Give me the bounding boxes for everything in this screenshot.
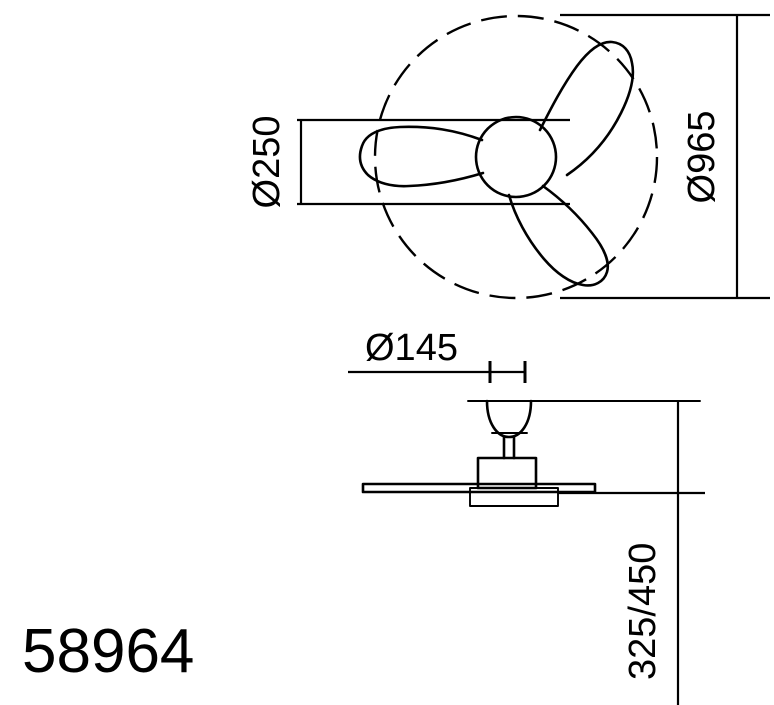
dimension-label-canopy-diameter: Ø145 [365, 327, 458, 369]
part-number-label: 58964 [22, 617, 194, 686]
fan-blades-side-profile [361, 482, 597, 494]
side-view-group [361, 399, 705, 507]
top-view-group [358, 14, 659, 300]
dimension-label-drop-height: 325/450 [622, 543, 664, 680]
dimension-drop-height: 325/450 [622, 401, 680, 705]
fan-blade-lower-right [507, 184, 610, 287]
dimension-sweep-diameter: Ø965 [560, 13, 770, 300]
fan-blade-left [358, 125, 485, 188]
dimension-label-hub-diameter: Ø250 [246, 116, 288, 209]
canopy-dome [485, 399, 533, 439]
dimension-canopy-diameter: Ø145 [348, 327, 527, 383]
fan-hub-circle [474, 115, 558, 199]
bottom-housing [469, 487, 559, 507]
sweep-circle-dashed [373, 14, 659, 300]
dimension-label-sweep-diameter: Ø965 [681, 111, 723, 204]
fan-blade-upper-right [538, 40, 635, 177]
dimension-hub-diameter: Ø250 [246, 116, 570, 209]
